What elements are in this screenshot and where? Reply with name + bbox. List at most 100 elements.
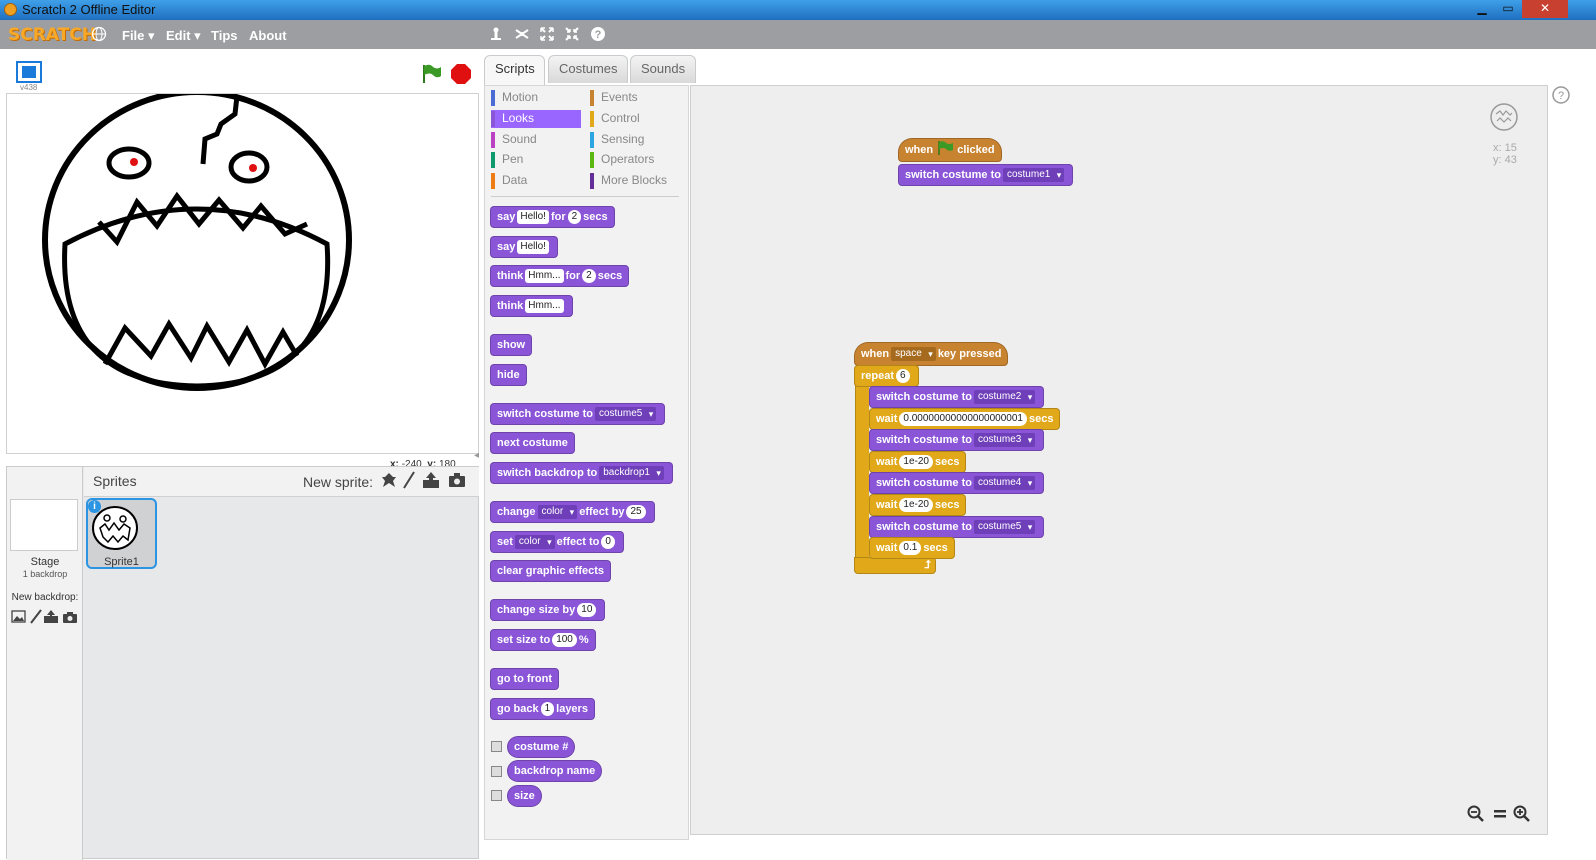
globe-icon[interactable] [90,26,107,43]
stage-canvas[interactable] [6,89,479,454]
block-set-effect[interactable]: setcoloreffect to0 [490,531,624,553]
sprite-direction-icon [1489,102,1519,137]
close-button[interactable]: ✕ [1522,0,1568,18]
svg-text:?: ? [594,29,601,41]
help-tab-icon[interactable]: ? [1551,85,1571,110]
sprite1-thumbnail-icon [92,506,138,550]
duplicate-icon[interactable] [487,26,504,43]
scratch-logo[interactable]: SCRATCH [8,25,96,45]
green-flag-icon[interactable] [420,63,442,90]
category-more-blocks[interactable]: More Blocks [590,172,685,190]
new-sprite-label: New sprite: [303,474,374,490]
backdrop-library-icon[interactable] [11,610,26,628]
cut-icon[interactable] [513,26,530,43]
category-sensing[interactable]: Sensing [590,131,680,149]
upload-sprite-icon[interactable] [422,471,440,494]
menu-edit[interactable]: Edit ▾ [166,28,201,43]
stage-backdrop-count: 1 backdrop [22,569,68,579]
loop-arrow-icon: ⮥ [924,559,932,571]
menu-file[interactable]: File ▾ [122,28,155,43]
tab-sounds[interactable]: Sounds [630,55,696,83]
block-show[interactable]: show [490,334,533,356]
paint-sprite-icon[interactable] [402,471,416,494]
minimize-button[interactable]: ▁ [1477,1,1487,15]
info-icon[interactable]: i [88,500,101,513]
monster-face-sprite[interactable] [7,89,478,453]
scratch-cat-icon [4,3,17,16]
shrink-icon[interactable] [563,26,580,43]
category-motion[interactable]: Motion [491,89,581,107]
size-checkbox[interactable] [491,790,502,801]
tab-costumes[interactable]: Costumes [548,55,628,83]
block-go-to-front[interactable]: go to front [490,668,559,690]
maximize-button[interactable]: ▭ [1502,1,1514,15]
block-clear-effects[interactable]: clear graphic effects [490,560,611,582]
block-hide[interactable]: hide [490,364,527,386]
grow-icon[interactable] [538,26,555,43]
collapse-arrow-icon[interactable]: ◂ [474,450,480,461]
sprite1-tile[interactable]: i Sprite1 [86,498,157,569]
category-pen[interactable]: Pen [491,151,581,169]
camera-backdrop-icon[interactable] [62,611,78,629]
hat-when-flag-clicked[interactable]: when clicked [898,138,1002,162]
fullscreen-icon[interactable] [16,61,42,88]
upload-backdrop-icon[interactable] [43,609,59,629]
block-next-costume[interactable]: next costume [490,432,575,454]
paint-backdrop-icon[interactable] [29,609,43,629]
zoom-in-icon[interactable] [1513,805,1531,828]
hat-when-key-pressed[interactable]: whenspacekey pressed [854,342,1009,366]
green-flag-icon [936,141,954,156]
sprite-pane: Stage 1 backdrop New backdrop: Sprites N… [6,466,479,860]
tab-scripts[interactable]: Scripts [484,55,545,85]
menu-tips[interactable]: Tips [211,28,238,43]
backdrop-name-checkbox[interactable] [491,766,502,777]
svg-text:?: ? [1558,90,1564,102]
zoom-reset-icon[interactable] [1492,805,1508,828]
title-bar: Scratch 2 Offline Editor ▁ ▭ ✕ [0,0,1596,20]
reporter-costume-number[interactable]: costume # [507,736,576,758]
category-control[interactable]: Control [590,110,680,128]
category-looks[interactable]: Looks [491,110,581,128]
costume-number-checkbox[interactable] [491,741,502,752]
help-icon[interactable]: ? [589,26,606,43]
category-events[interactable]: Events [590,89,680,107]
camera-sprite-icon[interactable] [448,472,466,493]
sprite-library-icon[interactable] [380,471,398,494]
reporter-size[interactable]: size [507,785,542,807]
menu-bar: SCRATCH File ▾ Edit ▾ Tips About ? [0,20,1596,49]
scripts-area[interactable]: x: 15 y: 43 [690,85,1548,835]
reporter-backdrop-name[interactable]: backdrop name [507,760,603,782]
menu-about[interactable]: About [249,28,287,43]
right-panel: ? [1548,85,1596,845]
stage-thumbnail[interactable] [10,499,78,551]
stage-column: Stage 1 backdrop New backdrop: [7,467,83,860]
window-title: Scratch 2 Offline Editor [22,2,156,17]
zoom-out-icon[interactable] [1467,805,1485,828]
category-sound[interactable]: Sound [491,131,581,149]
category-data[interactable]: Data [491,172,581,190]
category-operators[interactable]: Operators [590,151,680,169]
version-label: v438 [20,83,38,92]
stop-icon[interactable] [450,63,472,90]
sprites-header: Sprites New sprite: [84,467,479,497]
